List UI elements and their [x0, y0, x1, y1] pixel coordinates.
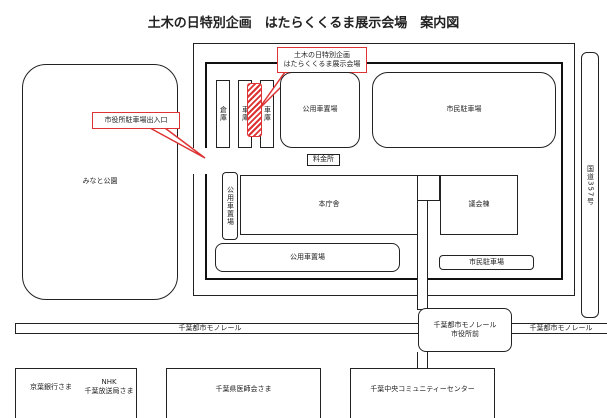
- monorail-track: [15, 323, 607, 334]
- garage-1-label: 車庫: [241, 106, 250, 122]
- entrance-callout-pointer: [149, 127, 206, 159]
- event-callout-line2: はたらくくるま展示会場: [283, 60, 361, 68]
- toll-booth: 料金所: [307, 154, 340, 166]
- assembly-building: 議会棟: [440, 175, 518, 235]
- entrance-gap: [190, 148, 208, 174]
- garage-2-label: 車庫: [263, 106, 272, 122]
- event-callout-line1: 土木の日特別企画: [293, 50, 350, 59]
- entrance-callout: 市役所駐車場出入口: [92, 112, 180, 129]
- community-center-block: 千葉中央コミュニティーセンター: [350, 368, 495, 418]
- road-label: 国道357号: [586, 164, 595, 206]
- monorail-label-right: 千葉都市モノレール: [529, 323, 593, 332]
- map-title: 土木の日特別企画 はたらくくるま展示会場 案内図: [147, 16, 460, 31]
- citizen-parking-top: 市民駐車場: [372, 72, 556, 148]
- park-label: みなと公園: [82, 177, 118, 186]
- exhibition-area-highlight: [247, 83, 262, 137]
- assembly-building-label: 議会棟: [468, 200, 490, 209]
- main-building-label: 本庁舎: [318, 200, 340, 209]
- official-parking-left: 公用車置場: [222, 172, 238, 240]
- national-route-357: 国道357号: [581, 52, 599, 318]
- warehouse-label: 倉庫: [219, 106, 228, 122]
- medical-association-block: 千葉県医師会さま: [166, 368, 321, 418]
- station-walkway: [417, 352, 428, 369]
- official-parking-bottom-label: 公用車置場: [290, 252, 325, 261]
- event-callout: 土木の日特別企画はたらくくるま展示会場: [277, 47, 367, 73]
- monorail-station: 千葉都市モノレール市役所前: [418, 308, 512, 352]
- official-parking-left-label: 公用車置場: [226, 186, 235, 226]
- official-parking-top: 公用車置場: [280, 72, 360, 148]
- nhk-line2: 千葉放送局さま: [84, 387, 134, 396]
- bank-label: 京葉銀行さま: [30, 383, 72, 391]
- monorail-label-left: 千葉都市モノレール: [178, 323, 242, 332]
- main-building: 本庁舎: [240, 175, 418, 235]
- connector-top: [417, 175, 440, 201]
- station-line1: 千葉都市モノレール: [433, 320, 497, 329]
- warehouse: 倉庫: [216, 80, 230, 148]
- citizen-parking-top-label: 市民駐車場: [446, 105, 482, 114]
- walkway-to-station: [417, 200, 428, 310]
- nhk-line1: NHK: [101, 378, 117, 386]
- citizen-parking-bottom: 市民駐車場: [439, 255, 534, 270]
- official-parking-bottom: 公用車置場: [215, 243, 400, 272]
- station-line2: 市役所前: [451, 330, 479, 338]
- official-parking-top-label: 公用車置場: [302, 105, 338, 114]
- park: みなと公園: [22, 64, 178, 300]
